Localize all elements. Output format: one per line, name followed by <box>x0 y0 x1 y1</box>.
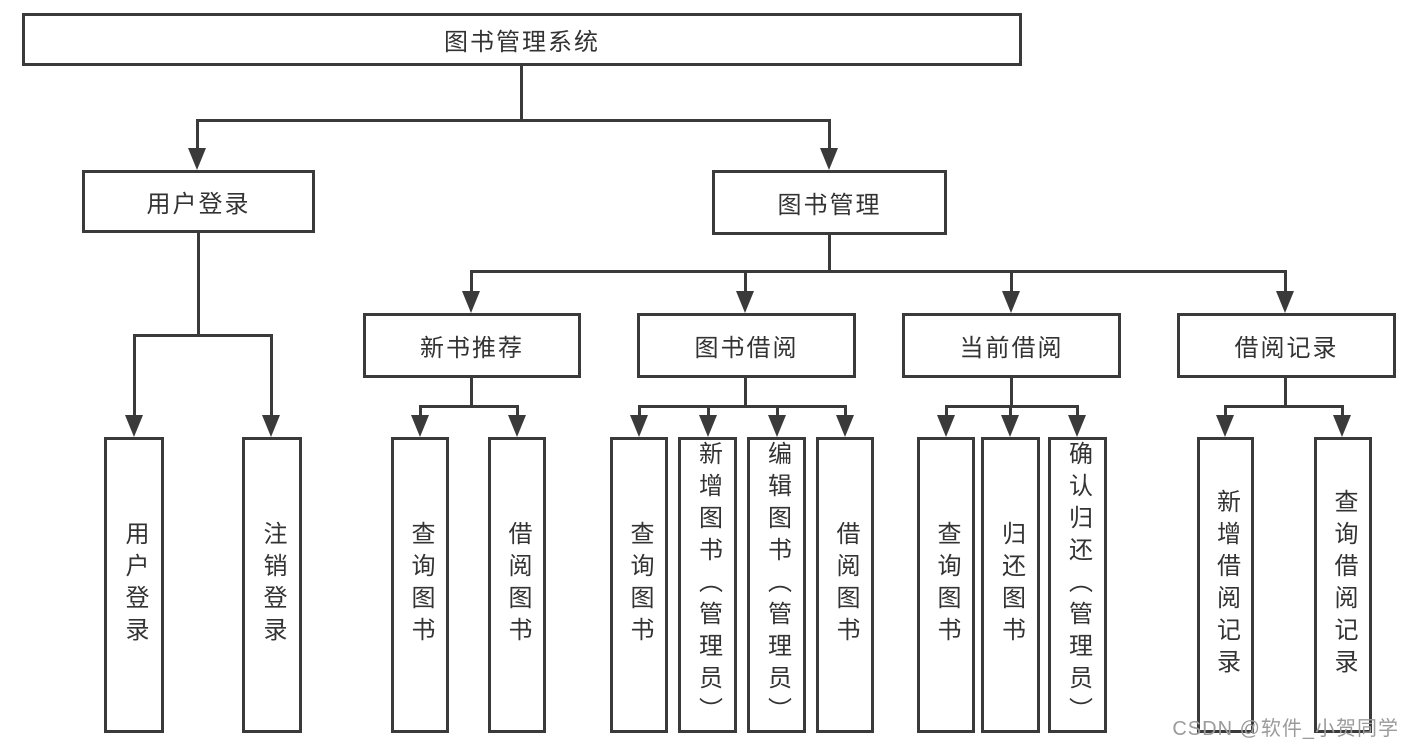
connector-line <box>1009 405 1012 417</box>
arrowhead-down-icon <box>836 415 854 437</box>
node-book-management: 图书管理 <box>712 170 947 235</box>
leaf-borrowing-add-books-admin: 新增图书（管理员） <box>678 437 737 733</box>
connector-line <box>1284 270 1287 293</box>
arrowhead-down-icon <box>1333 415 1351 437</box>
node-borrowing-records: 借阅记录 <box>1177 313 1396 378</box>
arrowhead-down-icon <box>768 415 786 437</box>
watermark-text: CSDN @软件_小贺同学 <box>1172 718 1399 740</box>
connector-line <box>419 405 422 417</box>
arrowhead-down-icon <box>1001 415 1019 437</box>
node-library-management-system: 图书管理系统 <box>22 13 1022 66</box>
arrowhead-down-icon <box>262 415 280 437</box>
node-current-borrowing: 当前借阅 <box>902 313 1121 378</box>
leaf-current-confirm-return-admin: 确认归还（管理员） <box>1048 437 1107 733</box>
arrowhead-down-icon <box>508 415 526 437</box>
connector-line <box>516 405 519 417</box>
connector-line <box>520 66 523 121</box>
connector-line <box>470 378 473 408</box>
arrowhead-down-icon <box>937 415 955 437</box>
connector-line <box>744 270 747 293</box>
arrowhead-down-icon <box>820 148 838 170</box>
arrowhead-down-icon <box>411 415 429 437</box>
node-user-login: 用户登录 <box>82 170 315 233</box>
connector-line <box>1284 378 1287 408</box>
connector-line <box>1076 405 1079 417</box>
connector-line <box>844 405 847 417</box>
connector-line <box>776 405 779 417</box>
node-new-book-recommendation: 新书推荐 <box>363 313 581 378</box>
connector-line <box>945 405 948 417</box>
connector-line <box>1010 378 1013 408</box>
leaf-current-return-books: 归还图书 <box>981 437 1040 733</box>
leaf-borrowing-edit-books-admin: 编辑图书（管理员） <box>747 437 806 733</box>
connector-line <box>133 334 273 337</box>
connector-line <box>707 405 710 417</box>
arrowhead-down-icon <box>1276 291 1294 313</box>
connector-line <box>638 405 641 417</box>
connector-line <box>828 119 831 152</box>
connector-line <box>1341 405 1344 417</box>
connector-line <box>470 270 473 293</box>
leaf-recommend-borrow-books: 借阅图书 <box>488 437 546 733</box>
arrowhead-down-icon <box>1216 415 1234 437</box>
arrowhead-down-icon <box>188 148 206 170</box>
connector-line <box>196 119 831 122</box>
node-book-borrowing: 图书借阅 <box>637 313 856 378</box>
connector-line <box>744 378 747 408</box>
connector-line <box>1224 405 1343 408</box>
arrowhead-down-icon <box>462 291 480 313</box>
connector-line <box>828 235 831 272</box>
connector-line <box>196 119 199 152</box>
arrowhead-down-icon <box>1002 291 1020 313</box>
leaf-current-query-books: 查询图书 <box>917 437 975 733</box>
connector-line <box>470 270 1286 273</box>
leaf-records-add-record: 新增借阅记录 <box>1197 437 1254 733</box>
leaf-user-login: 用户登录 <box>104 437 164 733</box>
connector-line <box>270 334 273 417</box>
connector-line <box>1224 405 1227 417</box>
connector-line <box>133 334 136 417</box>
leaf-records-query-record: 查询借阅记录 <box>1314 437 1372 733</box>
arrowhead-down-icon <box>699 415 717 437</box>
arrowhead-down-icon <box>1068 415 1086 437</box>
connector-line <box>1010 270 1013 293</box>
leaf-logout: 注销登录 <box>242 437 302 733</box>
connector-line <box>197 233 200 337</box>
connector-line <box>419 405 519 408</box>
leaf-borrowing-query-books: 查询图书 <box>610 437 668 733</box>
arrowhead-down-icon <box>125 415 143 437</box>
connector-line <box>638 405 846 408</box>
leaf-borrowing-borrow-books: 借阅图书 <box>816 437 874 733</box>
leaf-recommend-query-books: 查询图书 <box>391 437 449 733</box>
arrowhead-down-icon <box>630 415 648 437</box>
arrowhead-down-icon <box>736 291 754 313</box>
